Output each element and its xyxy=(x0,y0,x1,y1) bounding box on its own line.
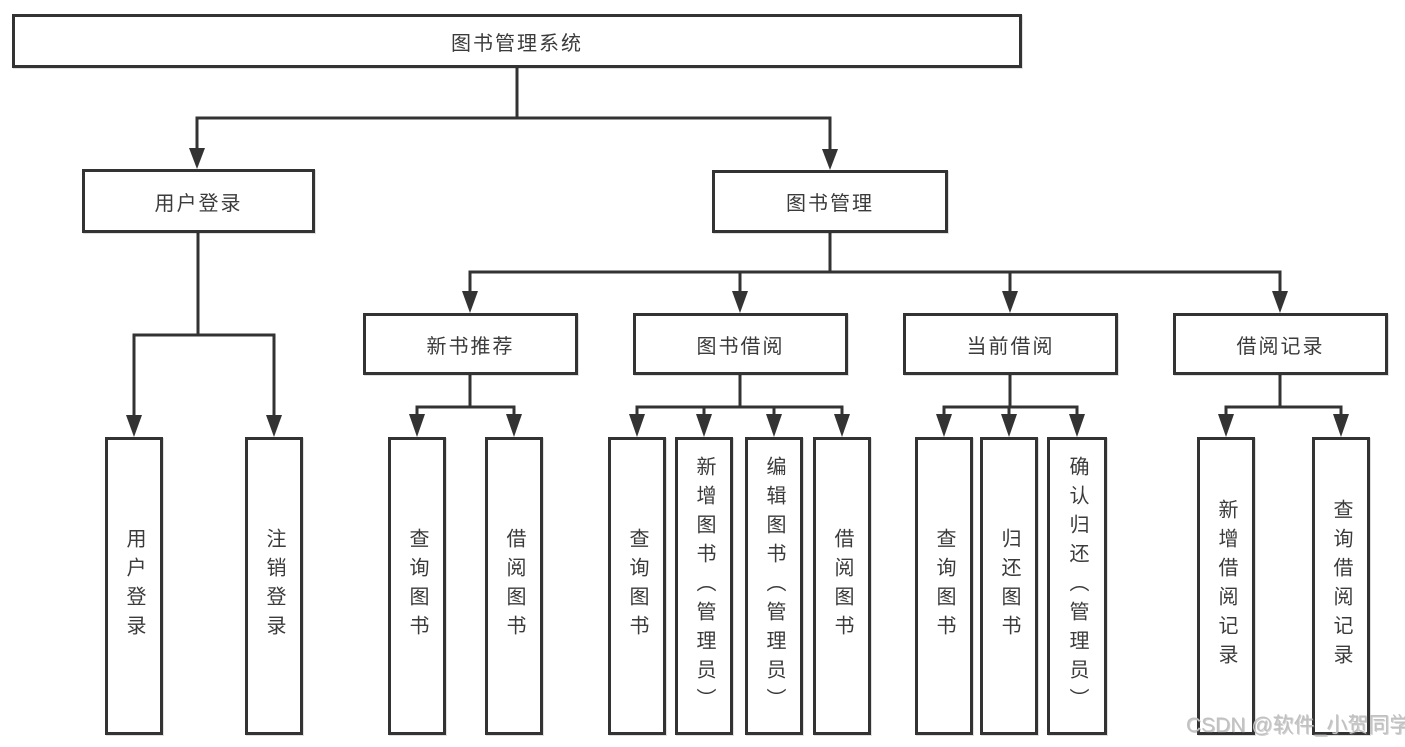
leaf-newbooks-query: 查询图书 xyxy=(388,437,446,735)
connector-book-management xyxy=(462,233,1288,313)
leaf-records-query: 查询借阅记录 xyxy=(1312,437,1370,735)
leaf-newbooks-borrow: 借阅图书 xyxy=(485,437,543,735)
leaf-current-confirm-admin: 确认归还（管理员） xyxy=(1047,437,1107,735)
node-book-management: 图书管理 xyxy=(712,170,948,233)
leaf-records-add: 新增借阅记录 xyxy=(1197,437,1255,735)
node-borrowing-records: 借阅记录 xyxy=(1173,313,1388,375)
leaf-logout: 注销登录 xyxy=(245,437,303,735)
connector-book-borrowing xyxy=(629,375,850,437)
leaf-current-return: 归还图书 xyxy=(980,437,1038,735)
node-root-title: 图书管理系统 xyxy=(12,14,1022,68)
leaf-current-query: 查询图书 xyxy=(915,437,973,735)
leaf-borrowing-add-admin: 新增图书（管理员） xyxy=(675,437,733,735)
node-current-borrowing: 当前借阅 xyxy=(903,313,1118,375)
connector-borrowing-records xyxy=(1218,375,1349,437)
leaf-user-login: 用户登录 xyxy=(105,437,163,735)
connector-current-borrowing xyxy=(936,375,1085,437)
node-user-login: 用户登录 xyxy=(82,169,315,233)
node-new-books: 新书推荐 xyxy=(363,313,578,375)
connector-root xyxy=(189,68,838,170)
leaf-borrowing-query: 查询图书 xyxy=(608,437,666,735)
node-book-borrowing: 图书借阅 xyxy=(633,313,848,375)
connector-new-books xyxy=(409,375,522,437)
leaf-borrowing-edit-admin: 编辑图书（管理员） xyxy=(745,437,803,735)
leaf-borrowing-borrow: 借阅图书 xyxy=(813,437,871,735)
csdn-watermark: CSDN @软件_小贺同学 xyxy=(1186,714,1405,737)
connector-user-login xyxy=(126,233,282,437)
